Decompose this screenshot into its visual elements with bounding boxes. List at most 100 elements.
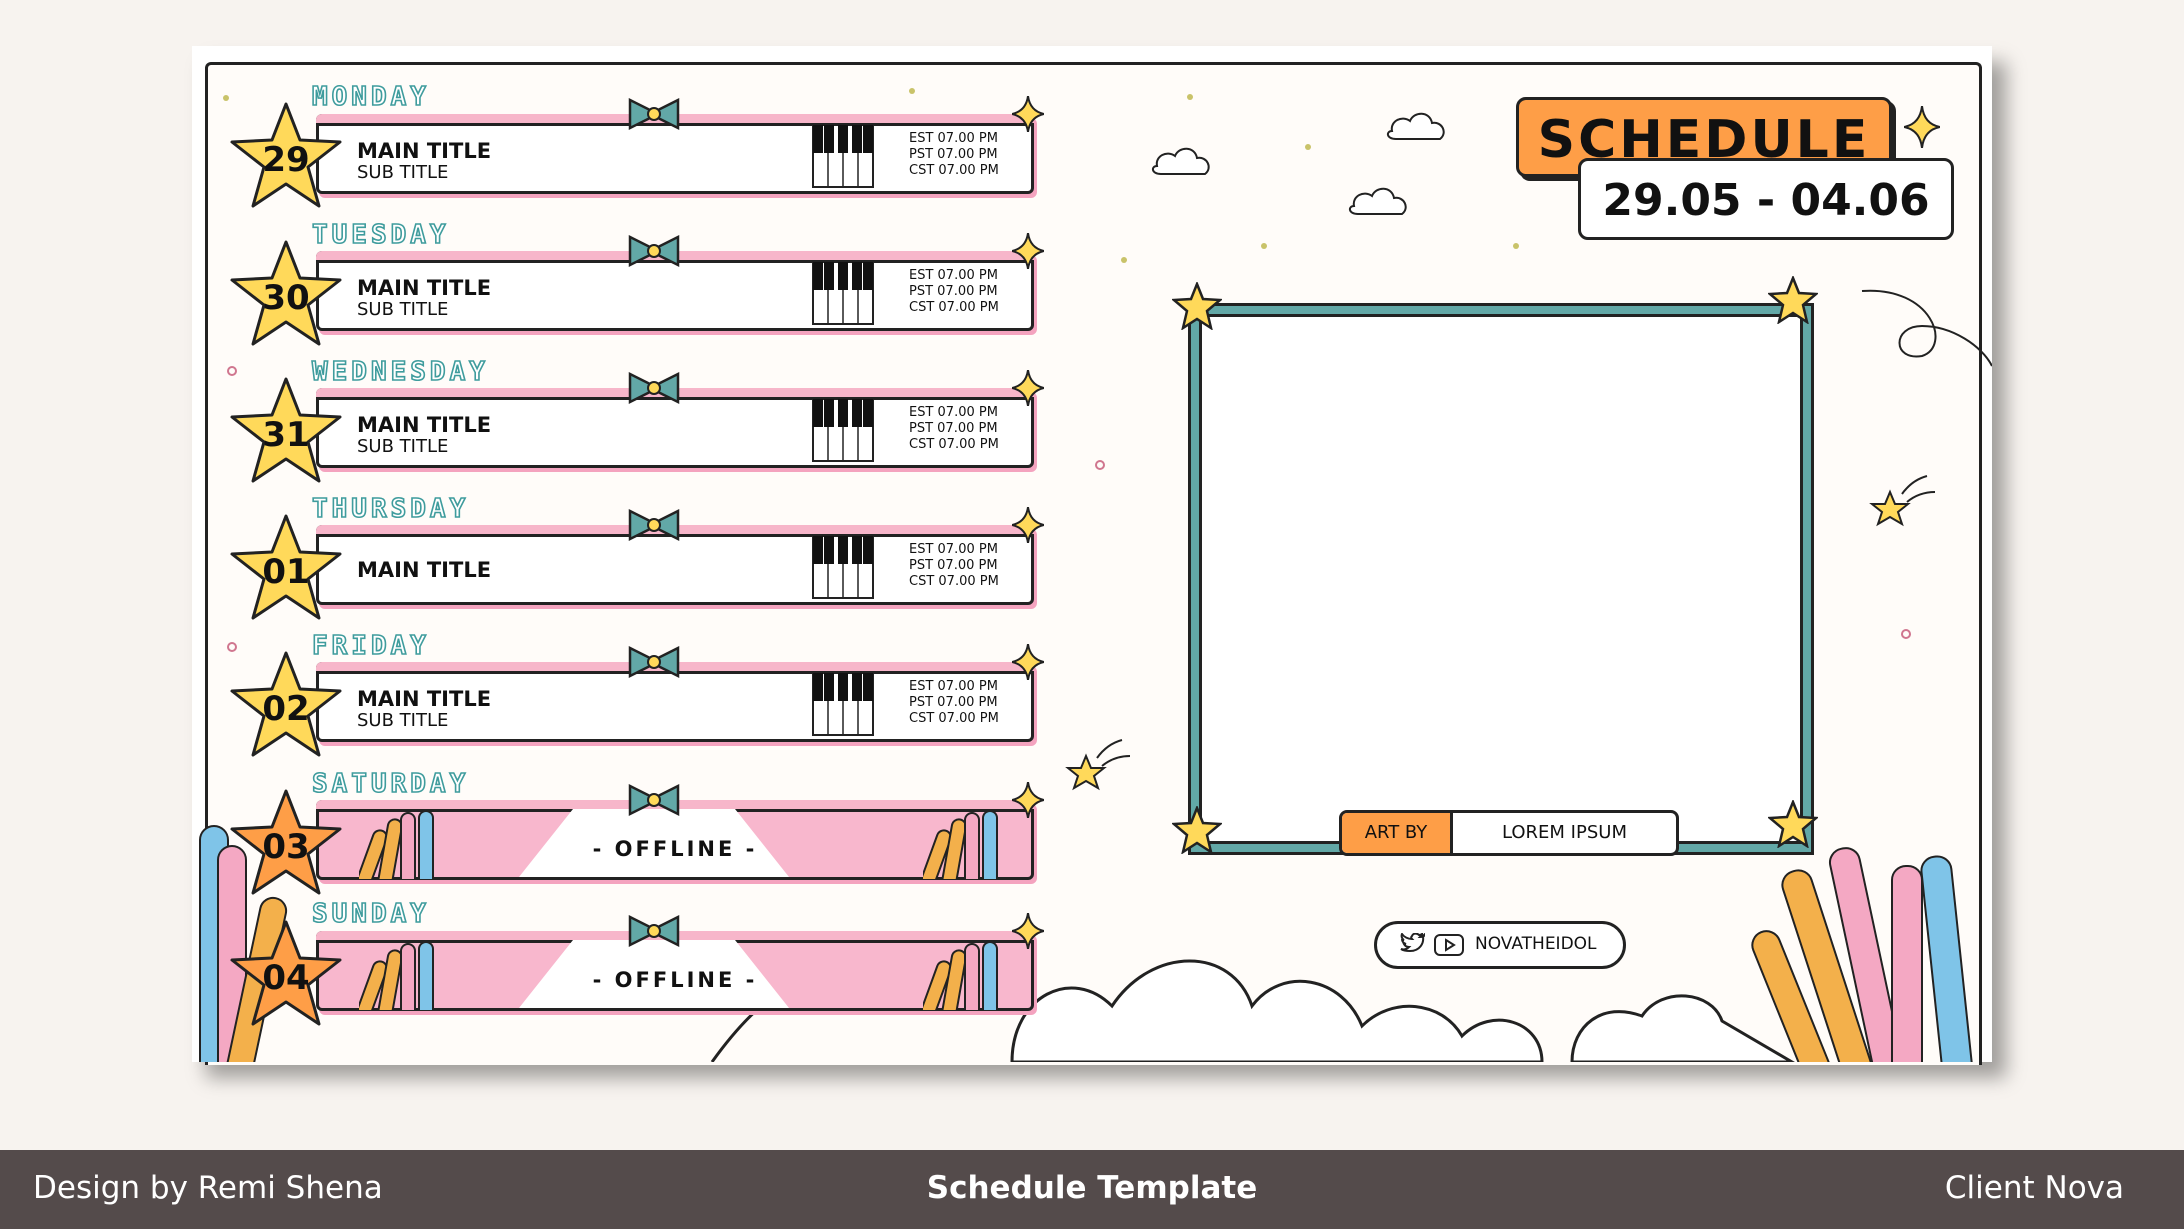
time-entry: EST 07.00 PM xyxy=(909,405,998,420)
media-frame xyxy=(1188,303,1814,855)
time-entry: PST 07.00 PM xyxy=(909,147,998,162)
sparkle-icon xyxy=(1011,232,1045,273)
footer-client-label: Client xyxy=(1944,1170,2035,1206)
sparkle-icon xyxy=(1011,95,1045,136)
youtube-icon[interactable] xyxy=(1433,933,1465,957)
date-number: 31 xyxy=(262,415,310,455)
piano-keys-icon xyxy=(811,123,875,193)
art-by-badge: ART BY LOREM IPSUM xyxy=(1339,810,1679,856)
main-title: MAIN TITLE xyxy=(357,687,492,711)
sub-title: SUB TITLE xyxy=(357,299,449,320)
day-name: FRIDAY xyxy=(311,630,430,662)
date-number: 30 xyxy=(262,278,310,318)
day-name: SATURDAY xyxy=(311,768,470,800)
time-entry: PST 07.00 PM xyxy=(909,695,998,710)
sparkle-icon xyxy=(1904,106,1940,148)
sparkle-icon xyxy=(1011,506,1045,547)
date-star-icon xyxy=(228,512,344,628)
time-entry: CST 07.00 PM xyxy=(909,163,999,178)
piano-keys-icon xyxy=(811,397,875,467)
day-name: MONDAY xyxy=(311,81,430,113)
cloud-shape xyxy=(1010,959,1544,1062)
piano-keys-icon xyxy=(811,671,875,741)
time-entry: CST 07.00 PM xyxy=(909,300,999,315)
piano-keys-icon xyxy=(811,534,875,604)
time-entry: EST 07.00 PM xyxy=(909,542,998,557)
pencil-sticks-icon xyxy=(920,940,1015,1021)
date-star-icon xyxy=(228,238,344,354)
cloud-shape xyxy=(1570,994,1795,1062)
date-range: 29.05 - 04.06 xyxy=(1602,175,1930,226)
stick-bundle-right xyxy=(1751,847,1974,1062)
date-number: 01 xyxy=(262,552,310,592)
sub-title: SUB TITLE xyxy=(357,710,449,731)
date-number: 29 xyxy=(262,140,310,180)
time-entry: PST 07.00 PM xyxy=(909,558,998,573)
day-name: THURSDAY xyxy=(311,493,470,525)
time-entry: PST 07.00 PM xyxy=(909,421,998,436)
star-icon xyxy=(1768,800,1818,848)
social-badge[interactable]: NOVATHEIDOL xyxy=(1374,921,1626,969)
bow-icon xyxy=(626,913,682,953)
schedule-row: - OFFLINE - xyxy=(316,800,1034,890)
date-star-icon xyxy=(228,649,344,765)
schedule-row: - OFFLINE - xyxy=(316,931,1034,1021)
footer-designer: Design by Remi Shena xyxy=(33,1170,383,1206)
time-entry: CST 07.00 PM xyxy=(909,711,999,726)
footer-design-label: Design by xyxy=(33,1170,188,1206)
bow-icon xyxy=(626,96,682,136)
cloud-icon xyxy=(1151,112,1445,215)
footer-bar: Design by Remi Shena Schedule Template C… xyxy=(0,1150,2184,1229)
pencil-sticks-icon xyxy=(356,809,451,890)
twitter-icon[interactable] xyxy=(1397,933,1425,957)
time-entry: EST 07.00 PM xyxy=(909,131,998,146)
bow-icon xyxy=(626,233,682,273)
date-star-icon xyxy=(228,375,344,491)
star-icon xyxy=(1172,806,1222,854)
star-icon xyxy=(1172,282,1222,330)
social-handle: NOVATHEIDOL xyxy=(1475,934,1597,954)
piano-keys-icon xyxy=(811,260,875,330)
time-entry: EST 07.00 PM xyxy=(909,268,998,283)
day-name: SUNDAY xyxy=(311,898,430,930)
time-entry: CST 07.00 PM xyxy=(909,574,999,589)
offline-label: - OFFLINE - xyxy=(592,968,758,992)
bow-icon xyxy=(626,782,682,822)
bow-icon xyxy=(626,507,682,547)
date-number: 02 xyxy=(262,689,310,729)
art-by-value: LOREM IPSUM xyxy=(1502,822,1627,843)
day-name: WEDNESDAY xyxy=(311,356,489,388)
sub-title: SUB TITLE xyxy=(357,162,449,183)
main-title: MAIN TITLE xyxy=(357,139,492,163)
shooting-star-icon xyxy=(1065,475,1936,791)
pencil-sticks-icon xyxy=(920,809,1015,890)
footer-client-name: Nova xyxy=(2044,1170,2125,1206)
date-range-box: 29.05 - 04.06 xyxy=(1578,158,1954,240)
bow-icon xyxy=(626,644,682,684)
time-entry: EST 07.00 PM xyxy=(909,679,998,694)
time-entry: CST 07.00 PM xyxy=(909,437,999,452)
sparkle-icon xyxy=(1011,912,1045,953)
date-star-icon xyxy=(228,787,344,903)
bow-icon xyxy=(626,370,682,410)
art-by-label: ART BY xyxy=(1342,813,1453,853)
sub-title: SUB TITLE xyxy=(357,436,449,457)
time-entry: PST 07.00 PM xyxy=(909,284,998,299)
star-icon xyxy=(1768,276,1818,324)
main-title: MAIN TITLE xyxy=(357,558,492,582)
sparkle-icon xyxy=(1011,643,1045,684)
footer-center-title: Schedule Template xyxy=(926,1170,1258,1206)
sparkle-icon xyxy=(1011,781,1045,822)
stick-bundle-left xyxy=(199,825,288,1062)
main-title: MAIN TITLE xyxy=(357,276,492,300)
date-number: 03 xyxy=(262,827,310,867)
pencil-sticks-icon xyxy=(356,940,451,1021)
footer-client: Client Nova xyxy=(1945,1170,2124,1206)
date-star-icon xyxy=(228,100,344,216)
